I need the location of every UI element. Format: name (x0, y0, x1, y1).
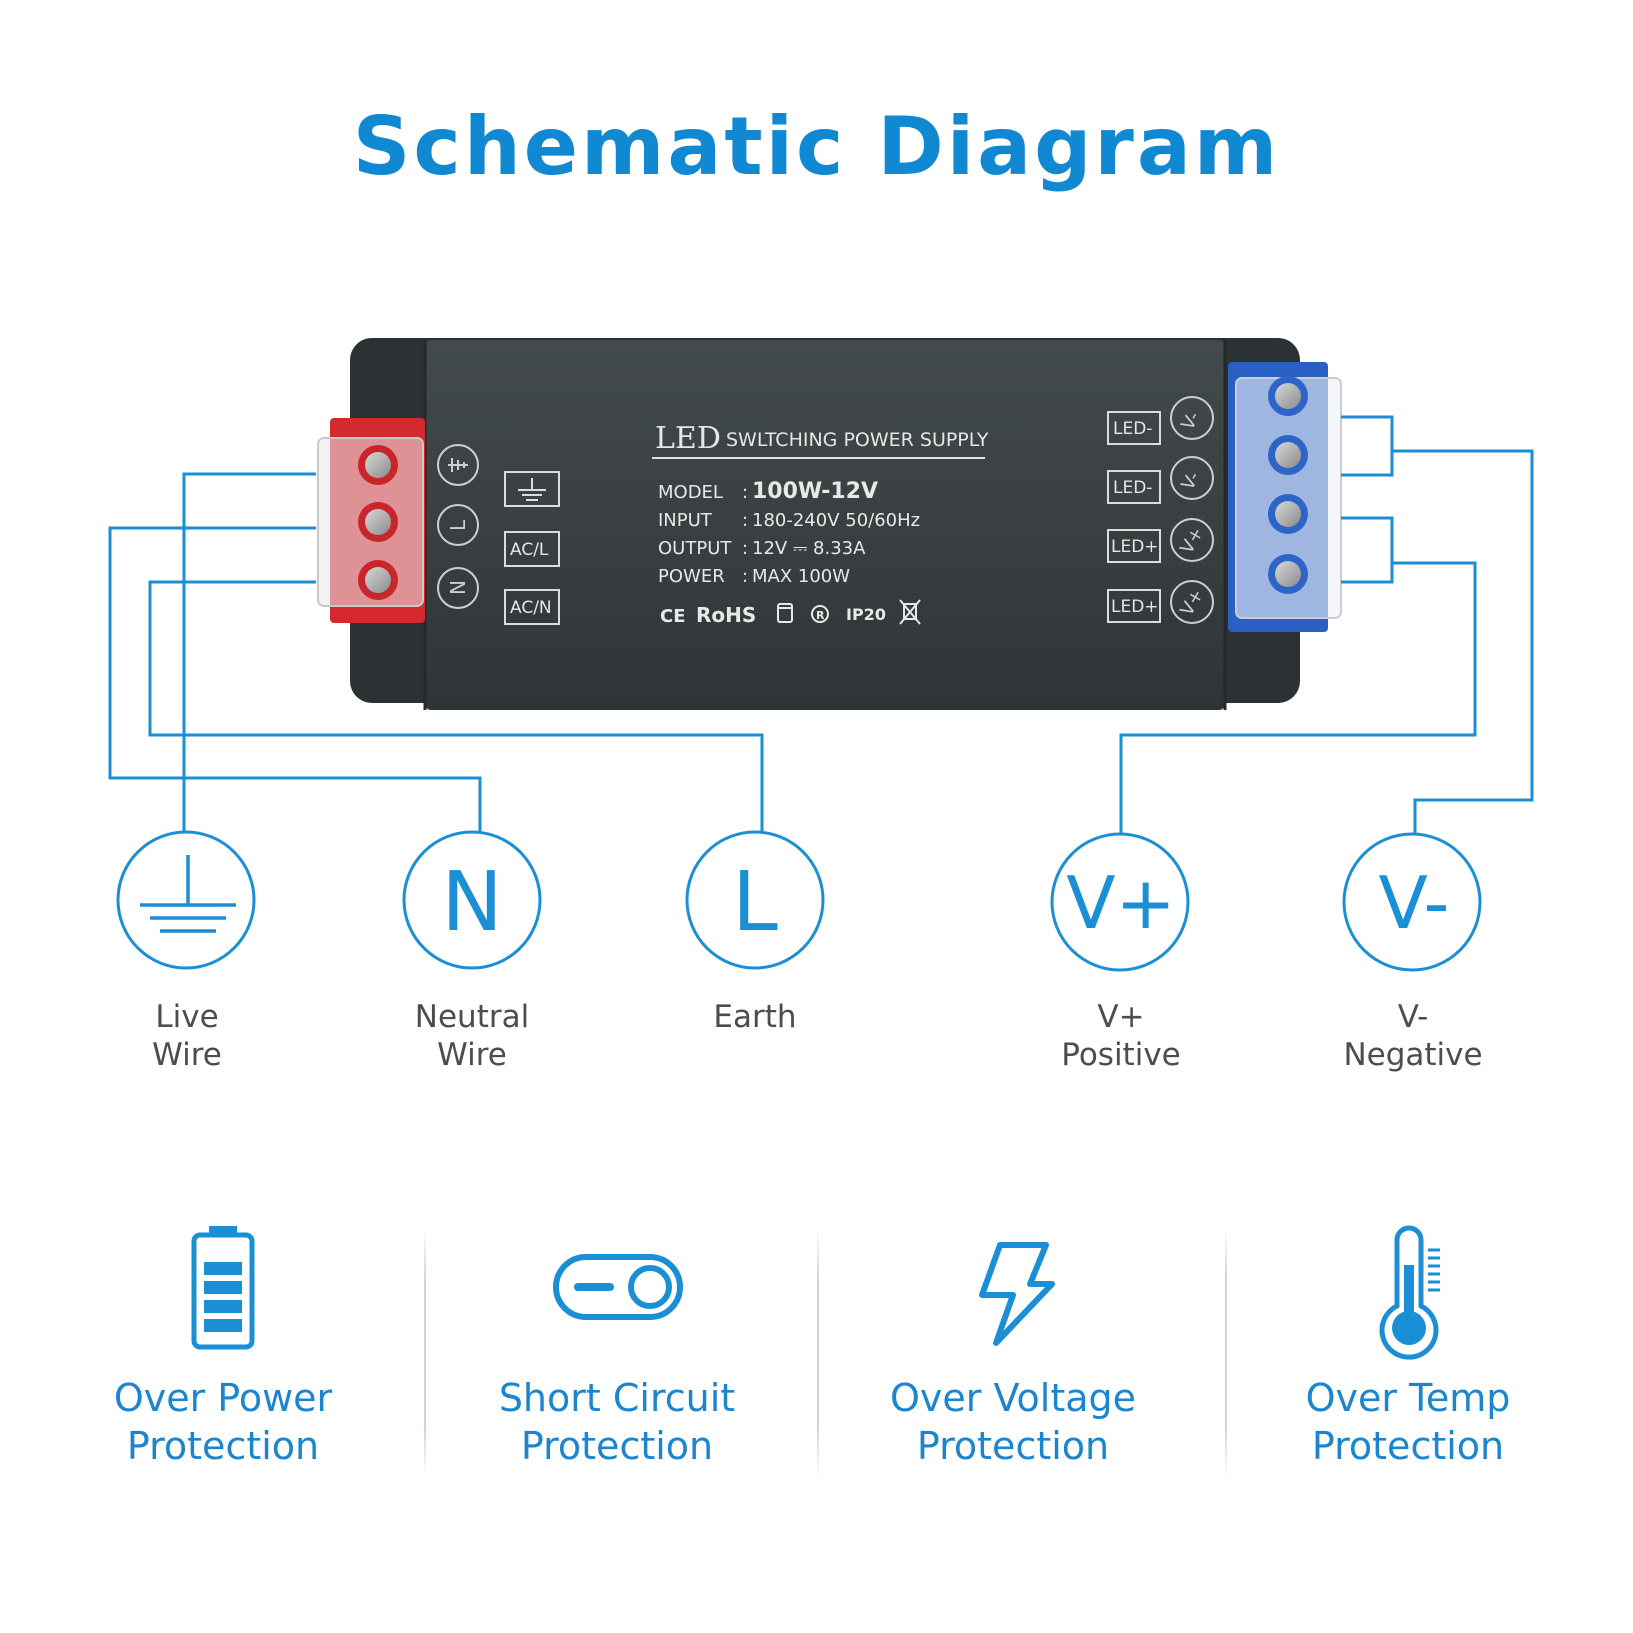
weee-bin-icon (777, 603, 793, 623)
spec-row: OUTPUT : 12V ⎓ 8.33A (658, 538, 866, 559)
terminal-label-negative: V- Negative (1343, 999, 1483, 1073)
feature-label-over-temp: Over Temp Protection (1305, 1376, 1511, 1468)
terminal-circle-l (685, 830, 825, 970)
terminal-symbol-n: N (441, 855, 502, 950)
wire-vminus (1392, 449, 1534, 835)
feature-label-short-circuit: Short Circuit Protection (498, 1376, 736, 1468)
input-side-mark: N (446, 580, 470, 595)
spec-row: MODEL : 100W-12V (658, 479, 878, 504)
spec-key: OUTPUT (658, 538, 732, 559)
ground-icon (140, 855, 236, 933)
wire-output-vminus-bracket (1341, 415, 1394, 477)
spec-row: INPUT : 180-240V 50/60Hz (658, 510, 920, 531)
spec-sep: : (742, 566, 748, 587)
certification-marks: CE RoHS R IP20 (660, 599, 921, 627)
spec-value: MAX 100W (752, 566, 850, 587)
terminal-circle-vplus (1050, 832, 1190, 972)
output-label: LED- (1113, 419, 1152, 439)
input-terminal-block (317, 418, 425, 623)
terminal-symbol-l: L (732, 855, 778, 950)
ce-mark: CE (660, 606, 686, 627)
feature-label-over-voltage: Over Voltage Protection (889, 1376, 1137, 1468)
feature-label-over-power: Over Power Protection (113, 1376, 333, 1468)
terminal-label-earth: Earth (713, 999, 797, 1035)
device-cover (425, 340, 1225, 710)
page-title: Schematic Diagram (352, 100, 1281, 193)
spec-value: 180-240V 50/60Hz (752, 510, 920, 531)
toggle-switch-icon (553, 1254, 683, 1320)
spec-sep: : (742, 538, 748, 559)
output-label: LED+ (1111, 597, 1159, 617)
feature-divider (424, 1228, 426, 1478)
spec-value: 12V ⎓ 8.33A (752, 538, 866, 559)
terminal-symbol-vminus: V- (1378, 861, 1449, 945)
thermometer-icon (1379, 1225, 1440, 1360)
terminal-circle-n (402, 830, 542, 970)
crossed-bin-icon (899, 599, 921, 625)
spec-key: INPUT (658, 510, 713, 531)
terminal-symbol-vplus: V+ (1066, 861, 1176, 945)
lightning-bolt-icon (979, 1242, 1055, 1346)
terminal-circle-ground (116, 830, 256, 970)
brand-text: LED (655, 421, 721, 456)
spec-key: POWER (658, 566, 725, 587)
output-terminal-block (1228, 362, 1342, 632)
output-screw (1268, 376, 1308, 594)
spec-key: MODEL (658, 482, 723, 503)
rohs-mark: RoHS (696, 603, 756, 627)
battery-icon (191, 1226, 255, 1350)
product-text: SWLTCHING POWER SUPPLY (726, 429, 989, 451)
input-side-ground-icon (448, 458, 468, 472)
spec-sep: : (742, 482, 748, 503)
wire-ground (182, 472, 316, 832)
ground-icon (518, 478, 546, 501)
feature-divider (817, 1228, 819, 1478)
ip-rating: IP20 (846, 605, 886, 624)
wire-neutral (108, 526, 482, 832)
power-supply-device: LED SWLTCHING POWER SUPPLY MODEL : 100W-… (317, 338, 1342, 710)
wiring (108, 415, 1534, 835)
spec-table: MODEL : 100W-12V INPUT : 180-240V 50/60H… (658, 479, 920, 587)
terminal-label-positive: V+ Positive (1061, 999, 1181, 1073)
wire-vplus (1119, 561, 1477, 835)
registered-mark-letter: R (816, 609, 825, 622)
input-label-acl: AC/L (510, 540, 549, 560)
terminal-circle-vminus (1342, 832, 1482, 972)
terminal-label-neutral-wire: Neutral Wire (414, 999, 530, 1073)
output-label: LED+ (1111, 537, 1159, 557)
input-side-mark: L (446, 519, 470, 531)
spec-row: POWER : MAX 100W (658, 566, 850, 587)
wire-earth (148, 580, 764, 832)
output-label: LED- (1113, 478, 1152, 498)
input-label-ground (504, 471, 560, 507)
input-screw (358, 445, 398, 600)
wire-output-vplus-bracket (1341, 516, 1394, 584)
feature-divider (1225, 1228, 1227, 1478)
terminal-label-live-wire: Live Wire (152, 999, 222, 1073)
spec-value: 100W-12V (752, 479, 878, 504)
spec-sep: : (742, 510, 748, 531)
registered-mark-icon (811, 605, 829, 623)
input-label-acn: AC/N (510, 598, 552, 618)
